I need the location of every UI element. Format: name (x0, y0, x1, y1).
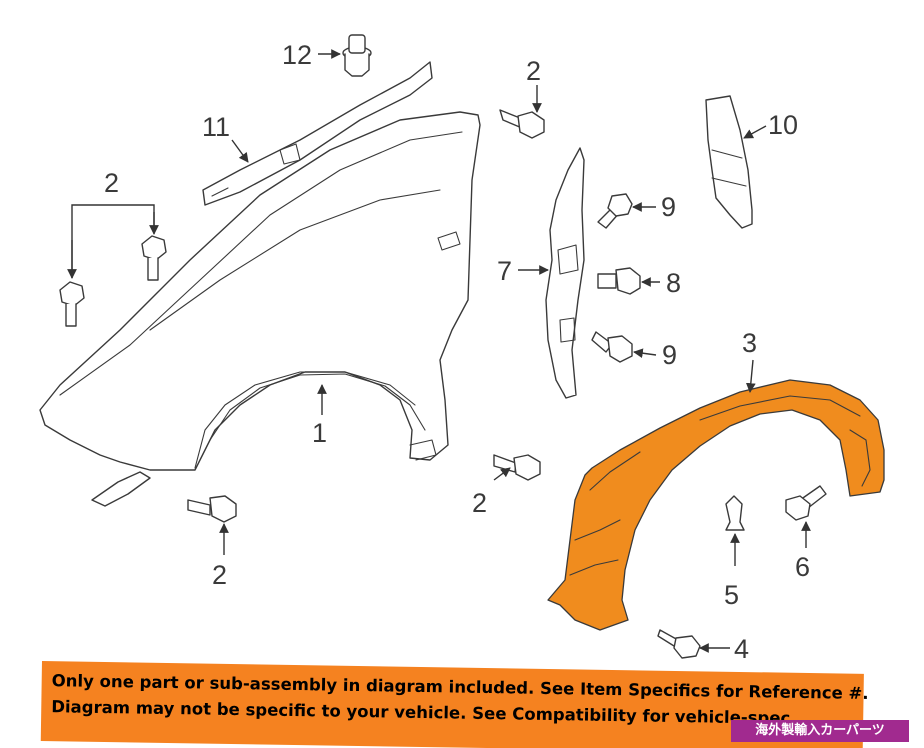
callout-2-mid: 2 (472, 488, 487, 518)
front-fender-part (39, 111, 481, 507)
callout-1: 1 (312, 418, 327, 448)
callout-9-upper: 9 (661, 192, 676, 222)
fender-liner-part (547, 379, 885, 631)
bolt-2-left-b (141, 235, 167, 281)
liner-screw-part (657, 629, 701, 659)
callout-10: 10 (768, 110, 798, 140)
leader-lines (67, 49, 811, 653)
bolt-9-lower (591, 331, 633, 363)
callout-12: 12 (282, 40, 312, 70)
callout-3: 3 (742, 328, 757, 358)
callout-8: 8 (666, 268, 681, 298)
disclaimer-line-2: Diagram may not be specific to your vehi… (51, 697, 791, 728)
callout-6: 6 (795, 552, 810, 582)
seller-tag: 海外製輸入カーパーツ (731, 720, 909, 742)
bolt-9-upper (597, 193, 633, 229)
bolt-2-bottom (187, 495, 237, 523)
callout-2-left: 2 (104, 168, 119, 198)
callout-11: 11 (202, 112, 230, 142)
callout-2-top: 2 (526, 56, 541, 86)
bolt-2-mid (493, 454, 541, 481)
callout-9-lower: 9 (662, 340, 677, 370)
bolt-8 (597, 267, 641, 295)
callout-4: 4 (734, 634, 749, 664)
fender-insulator-part (705, 95, 753, 229)
callout-5: 5 (724, 580, 739, 610)
fender-bracket-part (202, 61, 433, 206)
liner-clip-part (725, 495, 745, 531)
callout-7: 7 (497, 256, 512, 286)
fender-support-bracket-part (545, 147, 585, 399)
bolt-2-left-a (59, 281, 85, 327)
push-clip-part (342, 34, 372, 77)
callout-2-bottom: 2 (212, 560, 227, 590)
bolt-2-top (499, 109, 545, 139)
liner-bolt-part (785, 485, 827, 521)
